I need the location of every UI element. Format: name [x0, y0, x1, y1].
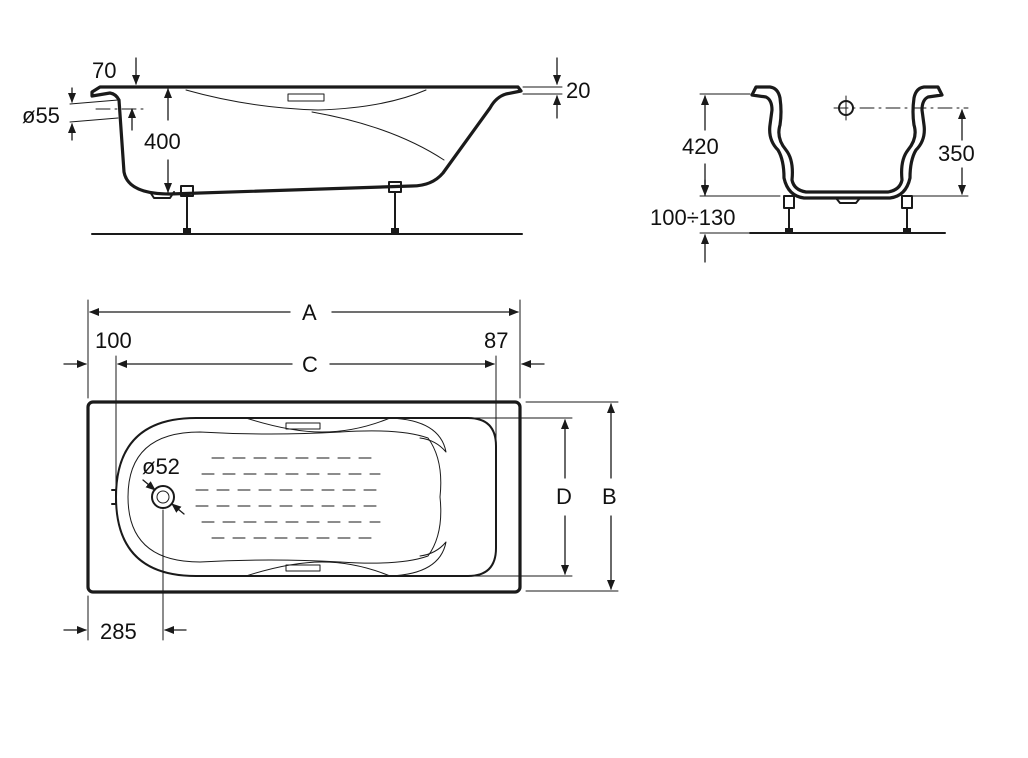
top-handle-upper — [285, 422, 321, 430]
dim-70-label: 70 — [92, 58, 116, 83]
top-overflow — [111, 489, 117, 505]
side-inner-curve — [311, 111, 445, 161]
end-drain-outlet — [835, 197, 861, 204]
end-leg-left — [783, 195, 795, 233]
top-headrest-upper — [389, 417, 447, 453]
dim-420-label: 420 — [682, 134, 719, 159]
top-antislip-pattern — [195, 457, 381, 539]
top-handle-lower — [285, 564, 321, 572]
top-handle-upper-curve — [245, 417, 391, 433]
dim-drain-diameter-label: ø52 — [142, 454, 180, 479]
end-leg-right — [901, 195, 913, 233]
side-leg-left — [180, 185, 194, 234]
dim-length-c-label: C — [302, 352, 318, 377]
dim-right-margin-label: 87 — [484, 328, 508, 353]
dim-20-label: 20 — [566, 78, 590, 103]
top-drain — [142, 479, 185, 515]
dim-length-a-label: A — [302, 300, 317, 325]
top-outer-rim — [86, 400, 522, 594]
dim-leg-range-label: 100÷130 — [650, 205, 736, 230]
side-tub-outline — [90, 85, 523, 196]
top-headrest-lower — [389, 541, 447, 577]
dim-width-d-label: D — [556, 484, 572, 509]
side-handle — [287, 93, 325, 102]
top-inner-basin — [115, 417, 497, 577]
dim-width-b-label: B — [602, 484, 617, 509]
top-inner-bottom — [127, 430, 442, 564]
dim-overflow-diameter-label: ø55 — [22, 103, 60, 128]
dim-350-label: 350 — [938, 141, 975, 166]
dim-400-label: 400 — [144, 129, 181, 154]
top-view: ø52 A C 100 87 D B 285 — [63, 299, 619, 644]
side-leg-right — [388, 181, 402, 234]
dim-left-margin-label: 100 — [95, 328, 132, 353]
side-view: 70 ø55 400 20 — [22, 57, 590, 235]
side-headrest-curve — [185, 89, 427, 111]
top-handle-lower-curve — [245, 561, 391, 577]
end-tub-outline — [750, 85, 944, 200]
side-drain-outlet — [149, 191, 175, 199]
end-overflow-symbol — [833, 95, 969, 121]
end-view: 420 350 100÷130 — [650, 85, 975, 263]
dim-drain-offset-label: 285 — [100, 619, 137, 644]
